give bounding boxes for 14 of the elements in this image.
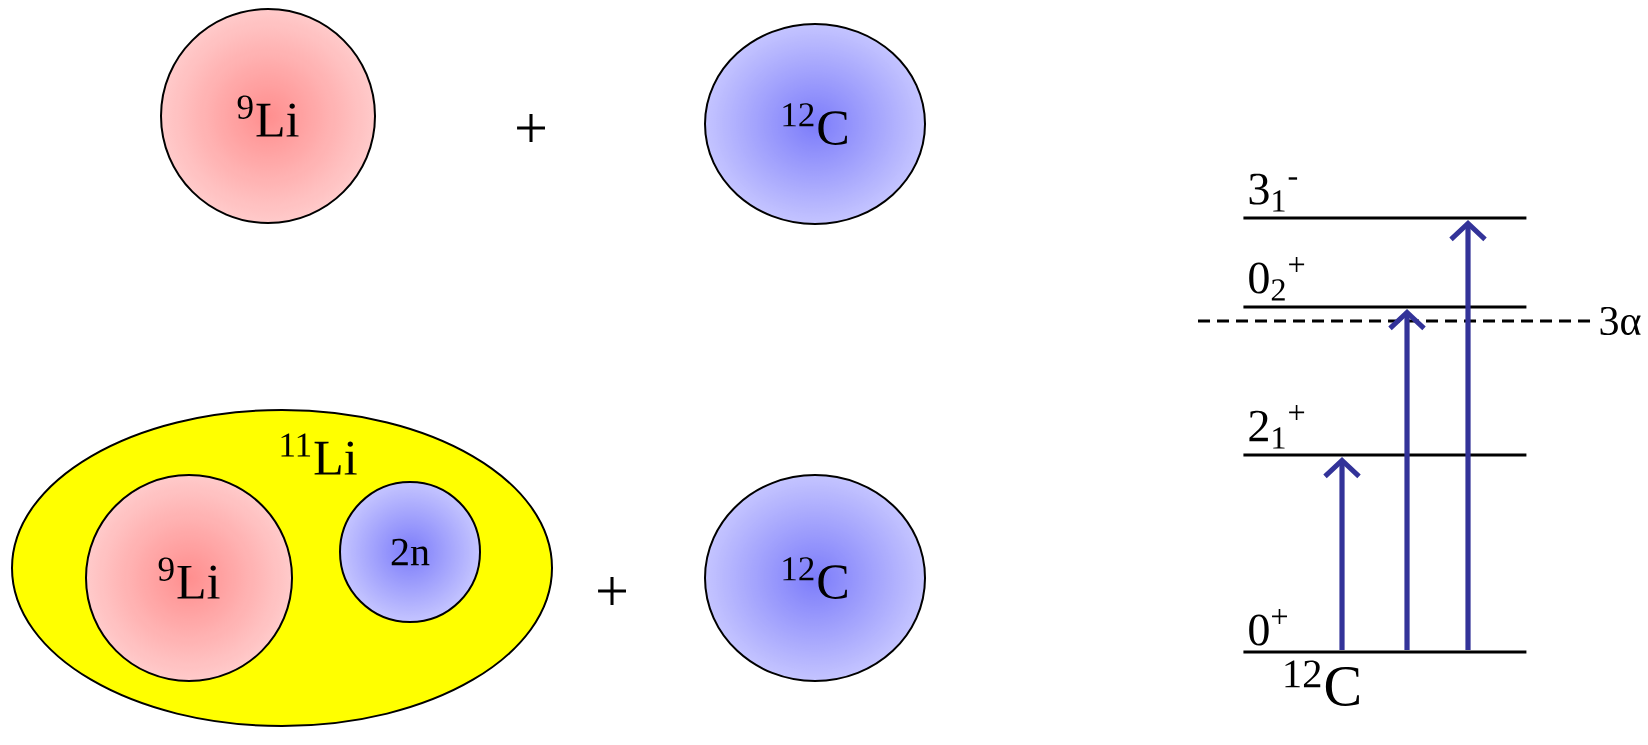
energy-level: 0$_{2}$+ bbox=[1243, 256, 1527, 309]
energy-level: 2$_{1}$+ bbox=[1243, 404, 1527, 457]
threshold-label: 3α bbox=[1600, 306, 1641, 336]
plus-sign: + bbox=[598, 577, 626, 605]
node-label: 3$_{1}$- bbox=[1249, 173, 1298, 212]
arrow bbox=[1323, 457, 1361, 650]
arrow bbox=[1449, 220, 1487, 650]
plus-sign: + bbox=[517, 114, 545, 142]
node-label: 2$_{1}$+ bbox=[1249, 404, 1305, 449]
nucleus-label: $^{12}$C bbox=[1285, 660, 1359, 706]
arrow bbox=[1388, 309, 1426, 650]
node-label: 0$_{2}$+ bbox=[1249, 256, 1305, 301]
energy-level: 0$^{+}$ bbox=[1243, 608, 1527, 654]
energy-level: 3$_{1}$- bbox=[1243, 173, 1527, 220]
